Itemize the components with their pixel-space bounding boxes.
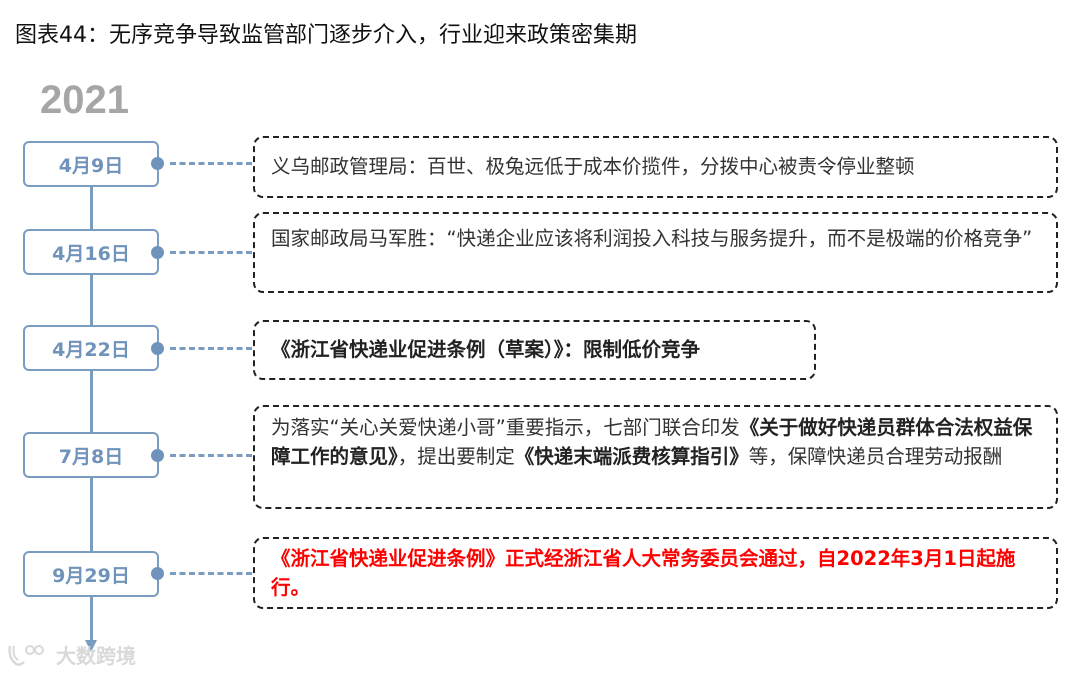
event-text: 义乌邮政管理局：百世、极兔远低于成本价揽件，分拨中心被责令停业整顿: [271, 155, 915, 178]
connector-dot: [151, 449, 164, 462]
timeline-axis: [90, 186, 93, 644]
connector-dot: [151, 567, 164, 580]
connector-dot: [151, 342, 164, 355]
event-text: ，提出要制定: [397, 445, 515, 468]
event-box-5: 《浙江省快递业促进条例》正式经浙江省人大常务委员会通过，自2022年3月1日起施…: [253, 537, 1058, 609]
document-title-bold: 《快递末端派费核算指引》: [514, 445, 749, 468]
connector-dot: [151, 157, 164, 170]
date-node-3: 4月22日: [23, 325, 159, 371]
dashed-connector: [170, 162, 252, 165]
watermark-text: 大数跨境: [56, 644, 136, 668]
brand-logo-icon: [8, 644, 44, 666]
date-node-1: 4月9日: [23, 141, 159, 187]
event-text: 等，保障快递员合理劳动报酬: [748, 445, 1003, 468]
date-label: 7月8日: [58, 445, 124, 468]
event-box-3: 《浙江省快递业促进条例（草案）》：限制低价竞争: [253, 320, 816, 380]
event-text: 为落实“关心关爱快递小哥”重要指示，七部门联合印发: [271, 416, 740, 439]
watermark: 大数跨境: [6, 640, 136, 669]
event-text-bold: 《浙江省快递业促进条例（草案）》：限制低价竞争: [271, 338, 701, 361]
date-label: 4月9日: [58, 154, 124, 177]
dashed-connector: [170, 454, 252, 457]
document-title-bold: 《关于做好快递员群体合法权益保障工作的意见》: [271, 416, 1033, 468]
date-label: 4月22日: [52, 338, 130, 361]
event-box-4: 为落实“关心关爱快递小哥”重要指示，七部门联合印发《关于做好快递员群体合法权益保…: [253, 405, 1058, 509]
date-label: 4月16日: [52, 242, 130, 265]
figure-title: 图表44：无序竞争导致监管部门逐步介入，行业迎来政策密集期: [15, 23, 637, 48]
dashed-connector: [170, 572, 252, 575]
event-box-2: 国家邮政局马军胜：“快递企业应该将利润投入科技与服务提升，而不是极端的价格竞争”: [253, 212, 1058, 293]
dashed-connector: [170, 347, 252, 350]
date-node-2: 4月16日: [23, 229, 159, 275]
date-node-5: 9月29日: [23, 551, 159, 597]
dashed-connector: [170, 251, 252, 254]
event-text-highlight: 《浙江省快递业促进条例》正式经浙江省人大常务委员会通过，自2022年3月1日起施…: [271, 547, 1016, 599]
year-label: 2021: [40, 78, 129, 122]
connector-dot: [151, 246, 164, 259]
event-text: 国家邮政局马军胜：“快递企业应该将利润投入科技与服务提升，而不是极端的价格竞争”: [271, 227, 1033, 250]
timeline-arrow-icon: [85, 640, 97, 652]
date-label: 9月29日: [52, 564, 130, 587]
date-node-4: 7月8日: [23, 432, 159, 478]
event-box-1: 义乌邮政管理局：百世、极兔远低于成本价揽件，分拨中心被责令停业整顿: [253, 136, 1058, 198]
